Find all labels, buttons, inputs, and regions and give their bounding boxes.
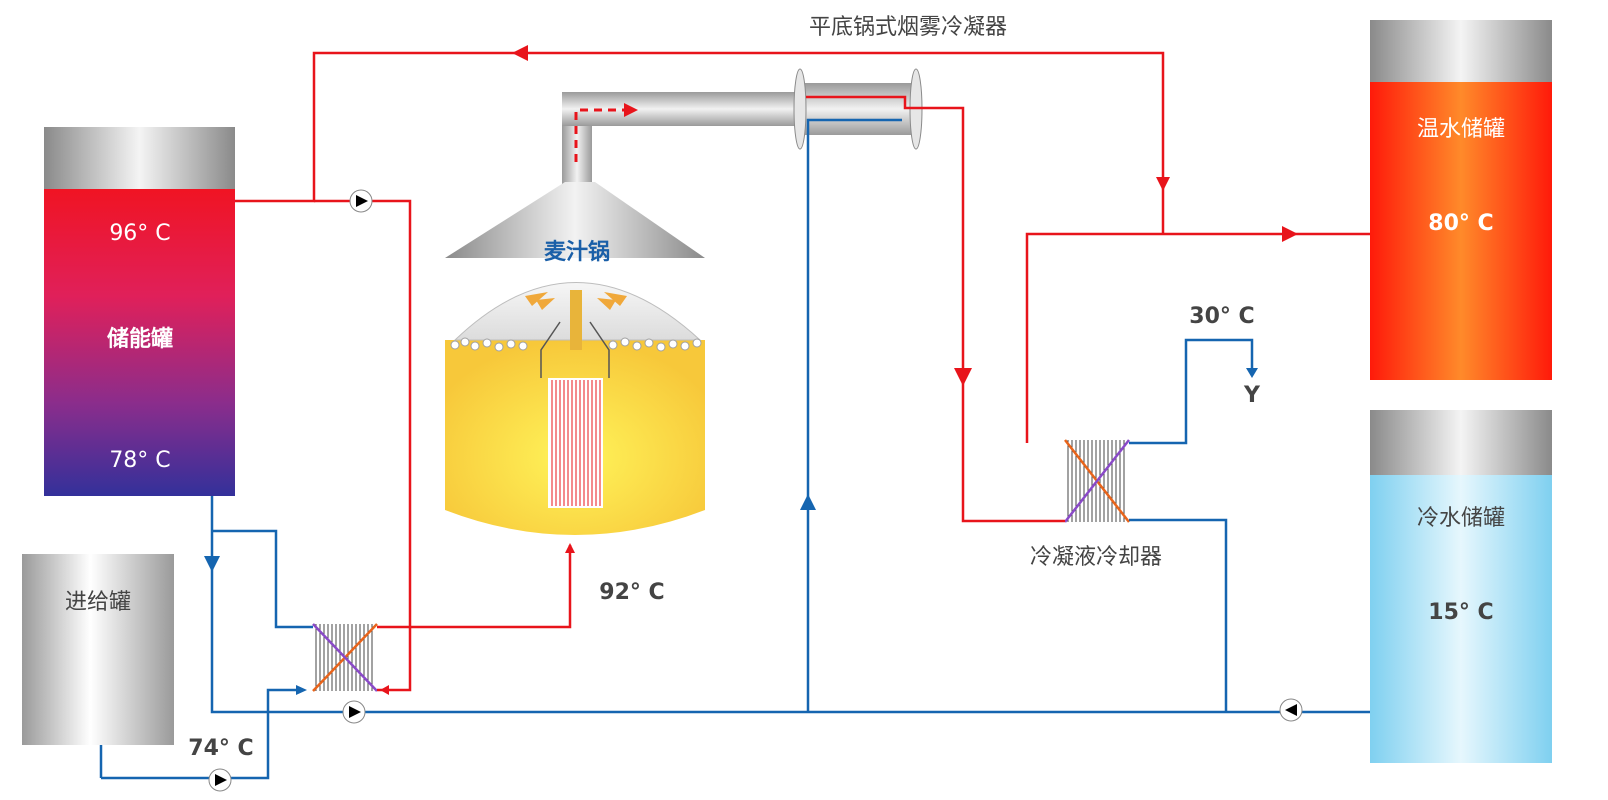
foam-bubbles bbox=[450, 337, 702, 352]
cold-tank-temp: 15° C bbox=[1428, 600, 1493, 625]
cold-line-arrows bbox=[204, 368, 1258, 695]
storage-tank-label: 储能罐 bbox=[107, 326, 173, 352]
pump-icon bbox=[349, 189, 373, 213]
warm-tank-label: 温水储罐 bbox=[1417, 117, 1505, 142]
cold-tank-label: 冷水储罐 bbox=[1417, 506, 1505, 531]
feed-tank bbox=[22, 554, 174, 745]
pump-icon bbox=[342, 700, 366, 724]
storage-temp-top: 96° C bbox=[109, 221, 170, 246]
warm-tank-temp: 80° C bbox=[1428, 211, 1493, 236]
pump-icon bbox=[208, 768, 232, 792]
cold-water-tank bbox=[1370, 410, 1552, 763]
outlet-y-label: Y bbox=[1243, 383, 1261, 408]
heating-element bbox=[548, 378, 603, 508]
spray-arrows bbox=[525, 292, 627, 310]
wort-kettle bbox=[445, 182, 705, 535]
condenser-title: 平底锅式烟雾冷凝器 bbox=[809, 15, 1007, 40]
condensate-cooler-label: 冷凝液冷却器 bbox=[1030, 545, 1162, 570]
vapor-stack bbox=[562, 68, 923, 184]
heat-exchanger-right bbox=[1064, 439, 1130, 523]
cold-water-lines bbox=[99, 118, 1370, 780]
hot-water-lines bbox=[235, 51, 1370, 692]
storage-tank bbox=[44, 127, 235, 496]
kettle-inlet-temp: 92° C bbox=[599, 580, 664, 605]
storage-temp-bottom: 78° C bbox=[109, 448, 170, 473]
kettle-label: 麦汁锅 bbox=[544, 239, 610, 265]
heat-exchanger-left bbox=[312, 623, 378, 692]
warm-water-tank bbox=[1370, 20, 1552, 380]
hot-line-arrows bbox=[380, 45, 1298, 695]
feed-temp-label: 74° C bbox=[188, 736, 253, 761]
feed-tank-label: 进给罐 bbox=[65, 590, 131, 615]
outlet-temp-label: 30° C bbox=[1189, 304, 1254, 329]
pump-icon bbox=[1279, 698, 1303, 722]
